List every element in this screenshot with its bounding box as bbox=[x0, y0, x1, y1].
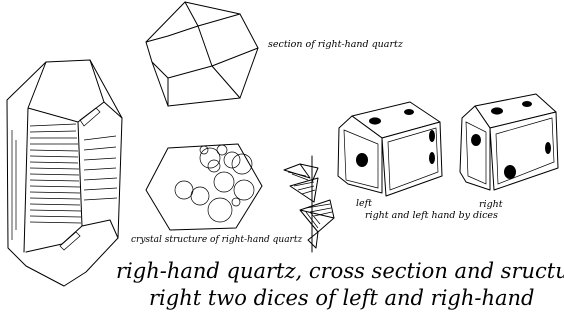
quartz-crystal bbox=[7, 60, 122, 286]
quartz-crystal-structure bbox=[146, 144, 262, 230]
crystal-striations bbox=[12, 124, 117, 240]
dice-caption: right and left hand by dices bbox=[365, 210, 498, 221]
section-label: section of right-hand quartz bbox=[268, 39, 404, 50]
right-die bbox=[460, 94, 558, 190]
dice-right-label: right bbox=[479, 199, 503, 210]
dice-left-label: left bbox=[356, 198, 372, 209]
caption-line-2: right two dices of left and righ-hand bbox=[149, 286, 535, 310]
structure-label: crystal structure of right-hand quartz bbox=[131, 235, 302, 245]
left-die bbox=[338, 102, 442, 196]
quartz-cross-section bbox=[146, 2, 258, 106]
caption-line-1: righ-hand quartz, cross section and sruc… bbox=[116, 259, 564, 283]
